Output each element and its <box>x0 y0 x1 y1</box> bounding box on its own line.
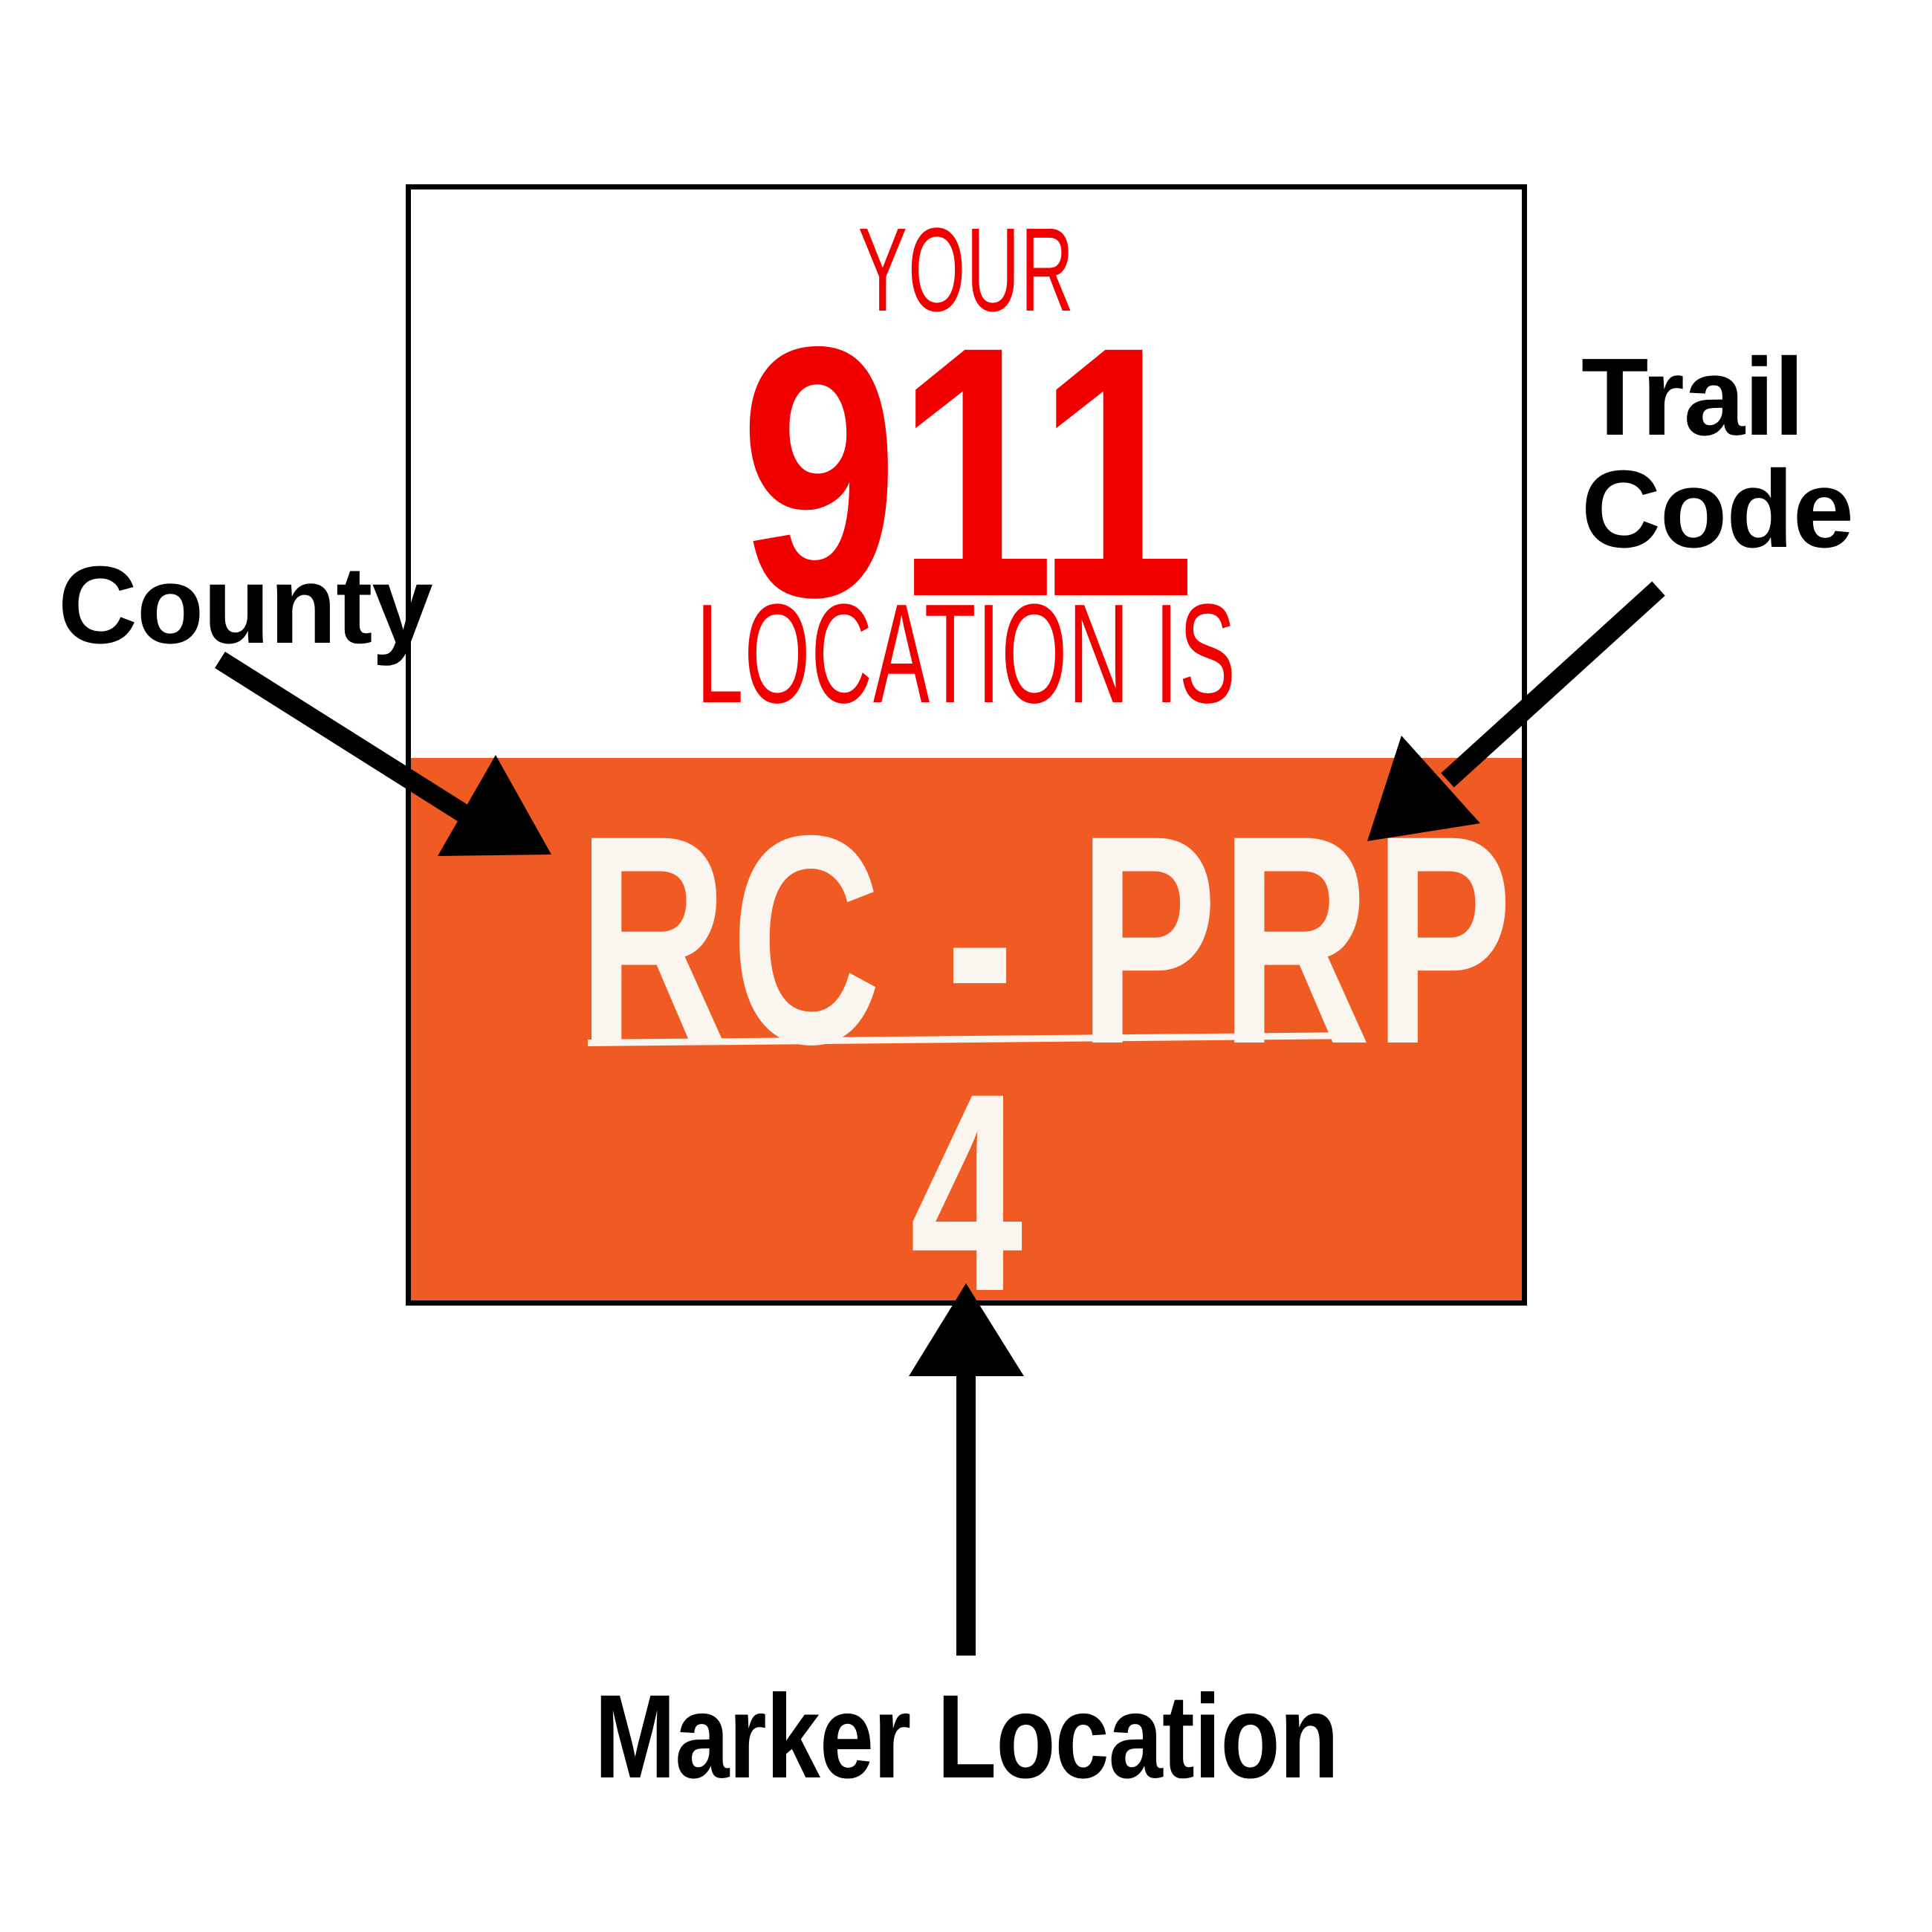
callout-label-trail-code-line1: Trail <box>1581 336 1804 458</box>
trail-marker-sign: YOUR 911 LOCATION IS RC - PRP 4 <box>406 184 1527 1306</box>
headline-your: YOUR <box>858 203 1075 336</box>
marker-number-value: 4 <box>910 1034 1023 1306</box>
callout-label-marker-location: Marker Location <box>594 1670 1339 1803</box>
callout-label-trail-code-line2: Code <box>1581 447 1854 571</box>
sign-white-panel <box>411 189 1522 758</box>
sign-orange-panel <box>411 758 1522 1300</box>
arrow-marker-location-icon <box>909 1283 1024 1656</box>
headline-911: 911 <box>739 272 1196 671</box>
headline-location-is: LOCATION IS <box>696 575 1236 733</box>
callout-label-county: County <box>58 544 433 667</box>
